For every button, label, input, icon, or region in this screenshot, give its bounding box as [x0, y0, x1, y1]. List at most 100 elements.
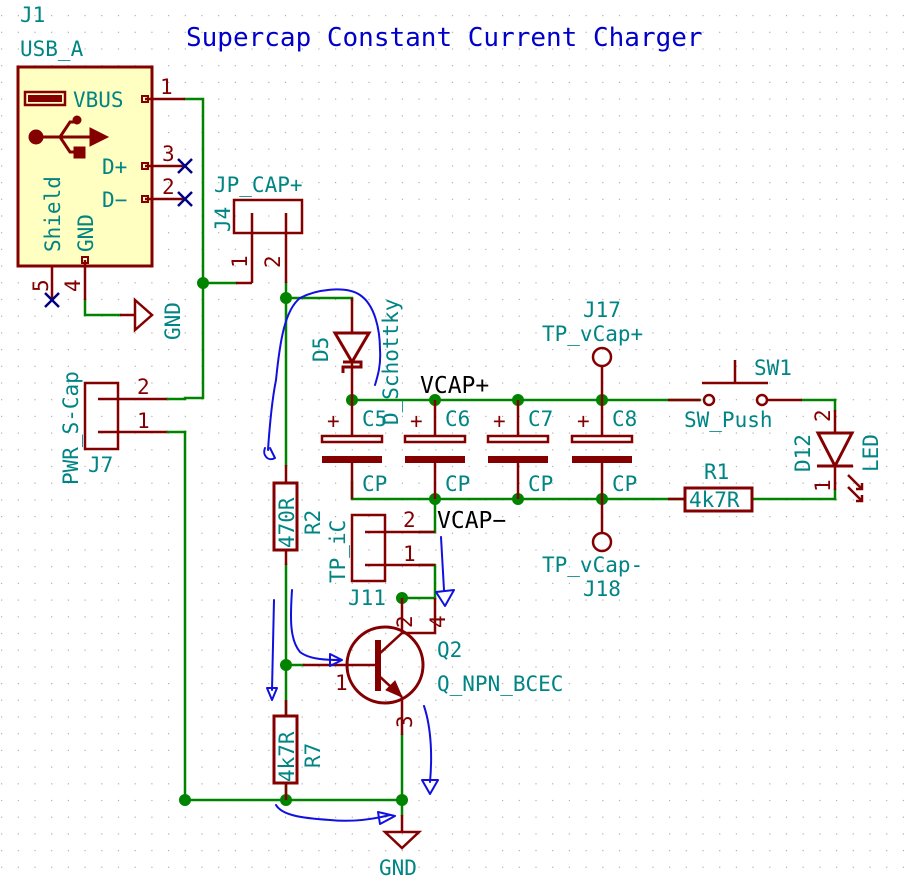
component-d5[interactable]: D5 D_Schottky — [309, 298, 403, 425]
component-j4[interactable]: JP_CAP+ J4 1 2 — [211, 173, 304, 285]
usb-logo-icon — [28, 115, 110, 159]
j7-value: PWR_S-Cap — [59, 371, 83, 485]
arrow-head-icon — [435, 589, 455, 607]
component-j11[interactable]: 2 1 TP_iC J11 — [326, 508, 435, 610]
no-connect-icon — [177, 191, 193, 207]
junction-dot — [396, 794, 408, 806]
d12-value: LED — [859, 434, 883, 472]
component-sw1[interactable]: SW1 SW_Push — [668, 356, 802, 432]
junction-dot — [179, 794, 191, 806]
j7-body — [83, 381, 120, 451]
arrow-head-icon — [329, 653, 343, 667]
j11-pin-1-num: 1 — [403, 542, 416, 566]
annotation-stroke — [289, 589, 341, 661]
emitter-arrow-icon — [385, 680, 403, 698]
r2-value: 470R — [275, 497, 299, 548]
component-j1-usb-a[interactable]: J1 USB_A VBUS D+ D− Shield GND 1 3 2 — [16, 3, 193, 308]
no-connect-icon — [177, 158, 193, 174]
j11-ref: J11 — [348, 586, 386, 610]
j1-pin-gnd-name: GND — [74, 214, 98, 252]
net-label-vcap-minus: VCAP− — [437, 508, 506, 534]
no-connect-icon — [44, 292, 60, 308]
test-point-icon — [591, 531, 613, 553]
net-label-vcap-plus: VCAP+ — [420, 373, 489, 399]
component-j17[interactable]: J17 TP_vCap+ — [542, 298, 643, 400]
junctions — [179, 277, 608, 806]
gnd-symbol-bottom[interactable]: GND — [379, 815, 423, 880]
component-r1[interactable]: R1 4k7R — [668, 460, 754, 513]
wire-j11-pin1[interactable] — [400, 563, 437, 600]
j1-ref: J1 — [20, 3, 45, 27]
sw1-ref: SW1 — [754, 356, 792, 380]
c6-value: CP — [445, 472, 470, 496]
component-j7[interactable]: PWR_S-Cap J7 2 1 — [59, 371, 187, 485]
annotation-stroke — [275, 804, 391, 822]
component-r7[interactable]: 4k7R R7 — [272, 700, 325, 800]
c8-ref: C8 — [612, 407, 637, 431]
ground-icon — [133, 297, 154, 333]
annotation-stroke — [267, 288, 382, 451]
junction-dot — [280, 659, 292, 671]
component-q2[interactable]: 1 2 4 3 Q2 Q_NPN_BCEC — [303, 598, 563, 735]
polarity-plus: + — [577, 409, 590, 433]
d12-pin-2-num: 2 — [811, 409, 835, 422]
arrow-head-icon — [266, 687, 278, 701]
j4-ref: J4 — [211, 207, 235, 232]
q2-pin-3-num: 3 — [393, 715, 417, 728]
j1-pin-1-num: 1 — [160, 75, 173, 99]
led-icon — [815, 431, 855, 470]
resistor-icon — [683, 486, 754, 513]
j11-pin-2-num: 2 — [403, 508, 416, 532]
j1-pin-dplus-name: D+ — [102, 155, 127, 179]
annotation-stroke — [271, 599, 275, 691]
j4-value: JP_CAP+ — [214, 173, 303, 197]
c5-ref: C5 — [362, 407, 387, 431]
sw1-value: SW_Push — [684, 408, 773, 432]
j4-body — [232, 198, 304, 235]
polarity-plus: + — [327, 409, 340, 433]
r1-ref: R1 — [704, 460, 729, 484]
annotation-stroke — [423, 705, 433, 783]
q2-pin-2-num: 2 — [393, 615, 417, 628]
j1-pin-5-num: 5 — [29, 279, 53, 292]
light-emission-icon — [847, 474, 864, 503]
c8-value: CP — [612, 472, 637, 496]
arrow-head-icon — [263, 447, 276, 461]
component-j18[interactable]: TP_vCap- J18 — [542, 499, 643, 601]
j7-ref: J7 — [88, 453, 113, 477]
r1-value: 4k7R — [689, 488, 740, 512]
sheet-title: Supercap Constant Current Charger — [186, 23, 703, 53]
j4-pin-2-num: 2 — [261, 255, 285, 268]
polarity-plus: + — [410, 409, 423, 433]
wires — [83, 97, 837, 817]
capacitor-plate — [488, 456, 548, 463]
j7-pin-2-num: 2 — [137, 375, 150, 399]
c7-value: CP — [528, 472, 553, 496]
j4-pin-1-num: 1 — [228, 255, 252, 268]
q2-ref: Q2 — [437, 638, 462, 662]
j1-pin-2-num: 2 — [162, 175, 175, 199]
gnd-symbol-top[interactable]: GND — [120, 297, 185, 340]
c5-value: CP — [362, 472, 387, 496]
component-d12[interactable]: 2 1 D12 LED — [791, 409, 883, 503]
q2-value: Q_NPN_BCEC — [437, 672, 563, 696]
wire-vbus[interactable] — [183, 97, 205, 400]
wire-usb-gnd[interactable] — [83, 298, 122, 317]
j17-value: TP_vCap+ — [542, 322, 643, 346]
gnd-top-label: GND — [161, 302, 185, 340]
capacitor-icon — [320, 434, 384, 444]
j1-value: USB_A — [20, 37, 84, 61]
ground-icon — [381, 830, 423, 850]
capacitor-plate — [572, 456, 632, 463]
capacitor-plate — [322, 456, 382, 463]
j1-pin-shield-name: Shield — [41, 176, 65, 252]
component-r2[interactable]: 470R R2 — [272, 465, 325, 565]
arrow-head-icon — [377, 811, 396, 825]
j1-pin-dminus-name: D− — [102, 188, 127, 212]
usb-port-icon — [23, 90, 67, 107]
